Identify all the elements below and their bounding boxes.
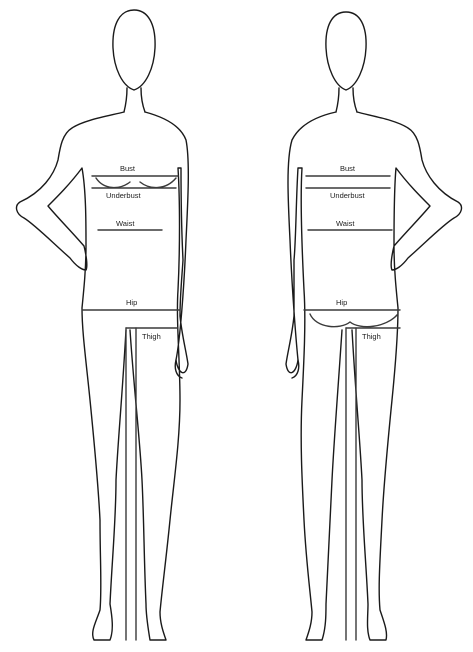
front-label-hip: Hip xyxy=(126,298,137,307)
back-figure: Bust Underbust Waist Hip Thigh xyxy=(286,12,461,640)
front-labels: Bust Underbust Waist Hip Thigh xyxy=(106,164,161,341)
back-label-hip: Hip xyxy=(336,298,347,307)
front-label-thigh: Thigh xyxy=(142,332,161,341)
front-bust-cups xyxy=(96,178,176,188)
back-label-thigh: Thigh xyxy=(362,332,381,341)
back-label-bust: Bust xyxy=(340,164,356,173)
front-figure: Bust Underbust Waist Hip Thigh xyxy=(17,10,189,640)
front-body-outline xyxy=(17,10,189,640)
front-label-underbust: Underbust xyxy=(106,191,142,200)
front-label-bust: Bust xyxy=(120,164,136,173)
back-labels: Bust Underbust Waist Hip Thigh xyxy=(330,164,381,341)
back-label-underbust: Underbust xyxy=(330,191,366,200)
back-measurement-lines xyxy=(304,176,400,640)
front-label-waist: Waist xyxy=(116,219,135,228)
back-label-waist: Waist xyxy=(336,219,355,228)
front-inner-leg-line xyxy=(126,328,136,640)
back-buttocks-curve xyxy=(310,314,398,327)
front-measurement-lines xyxy=(82,176,180,640)
